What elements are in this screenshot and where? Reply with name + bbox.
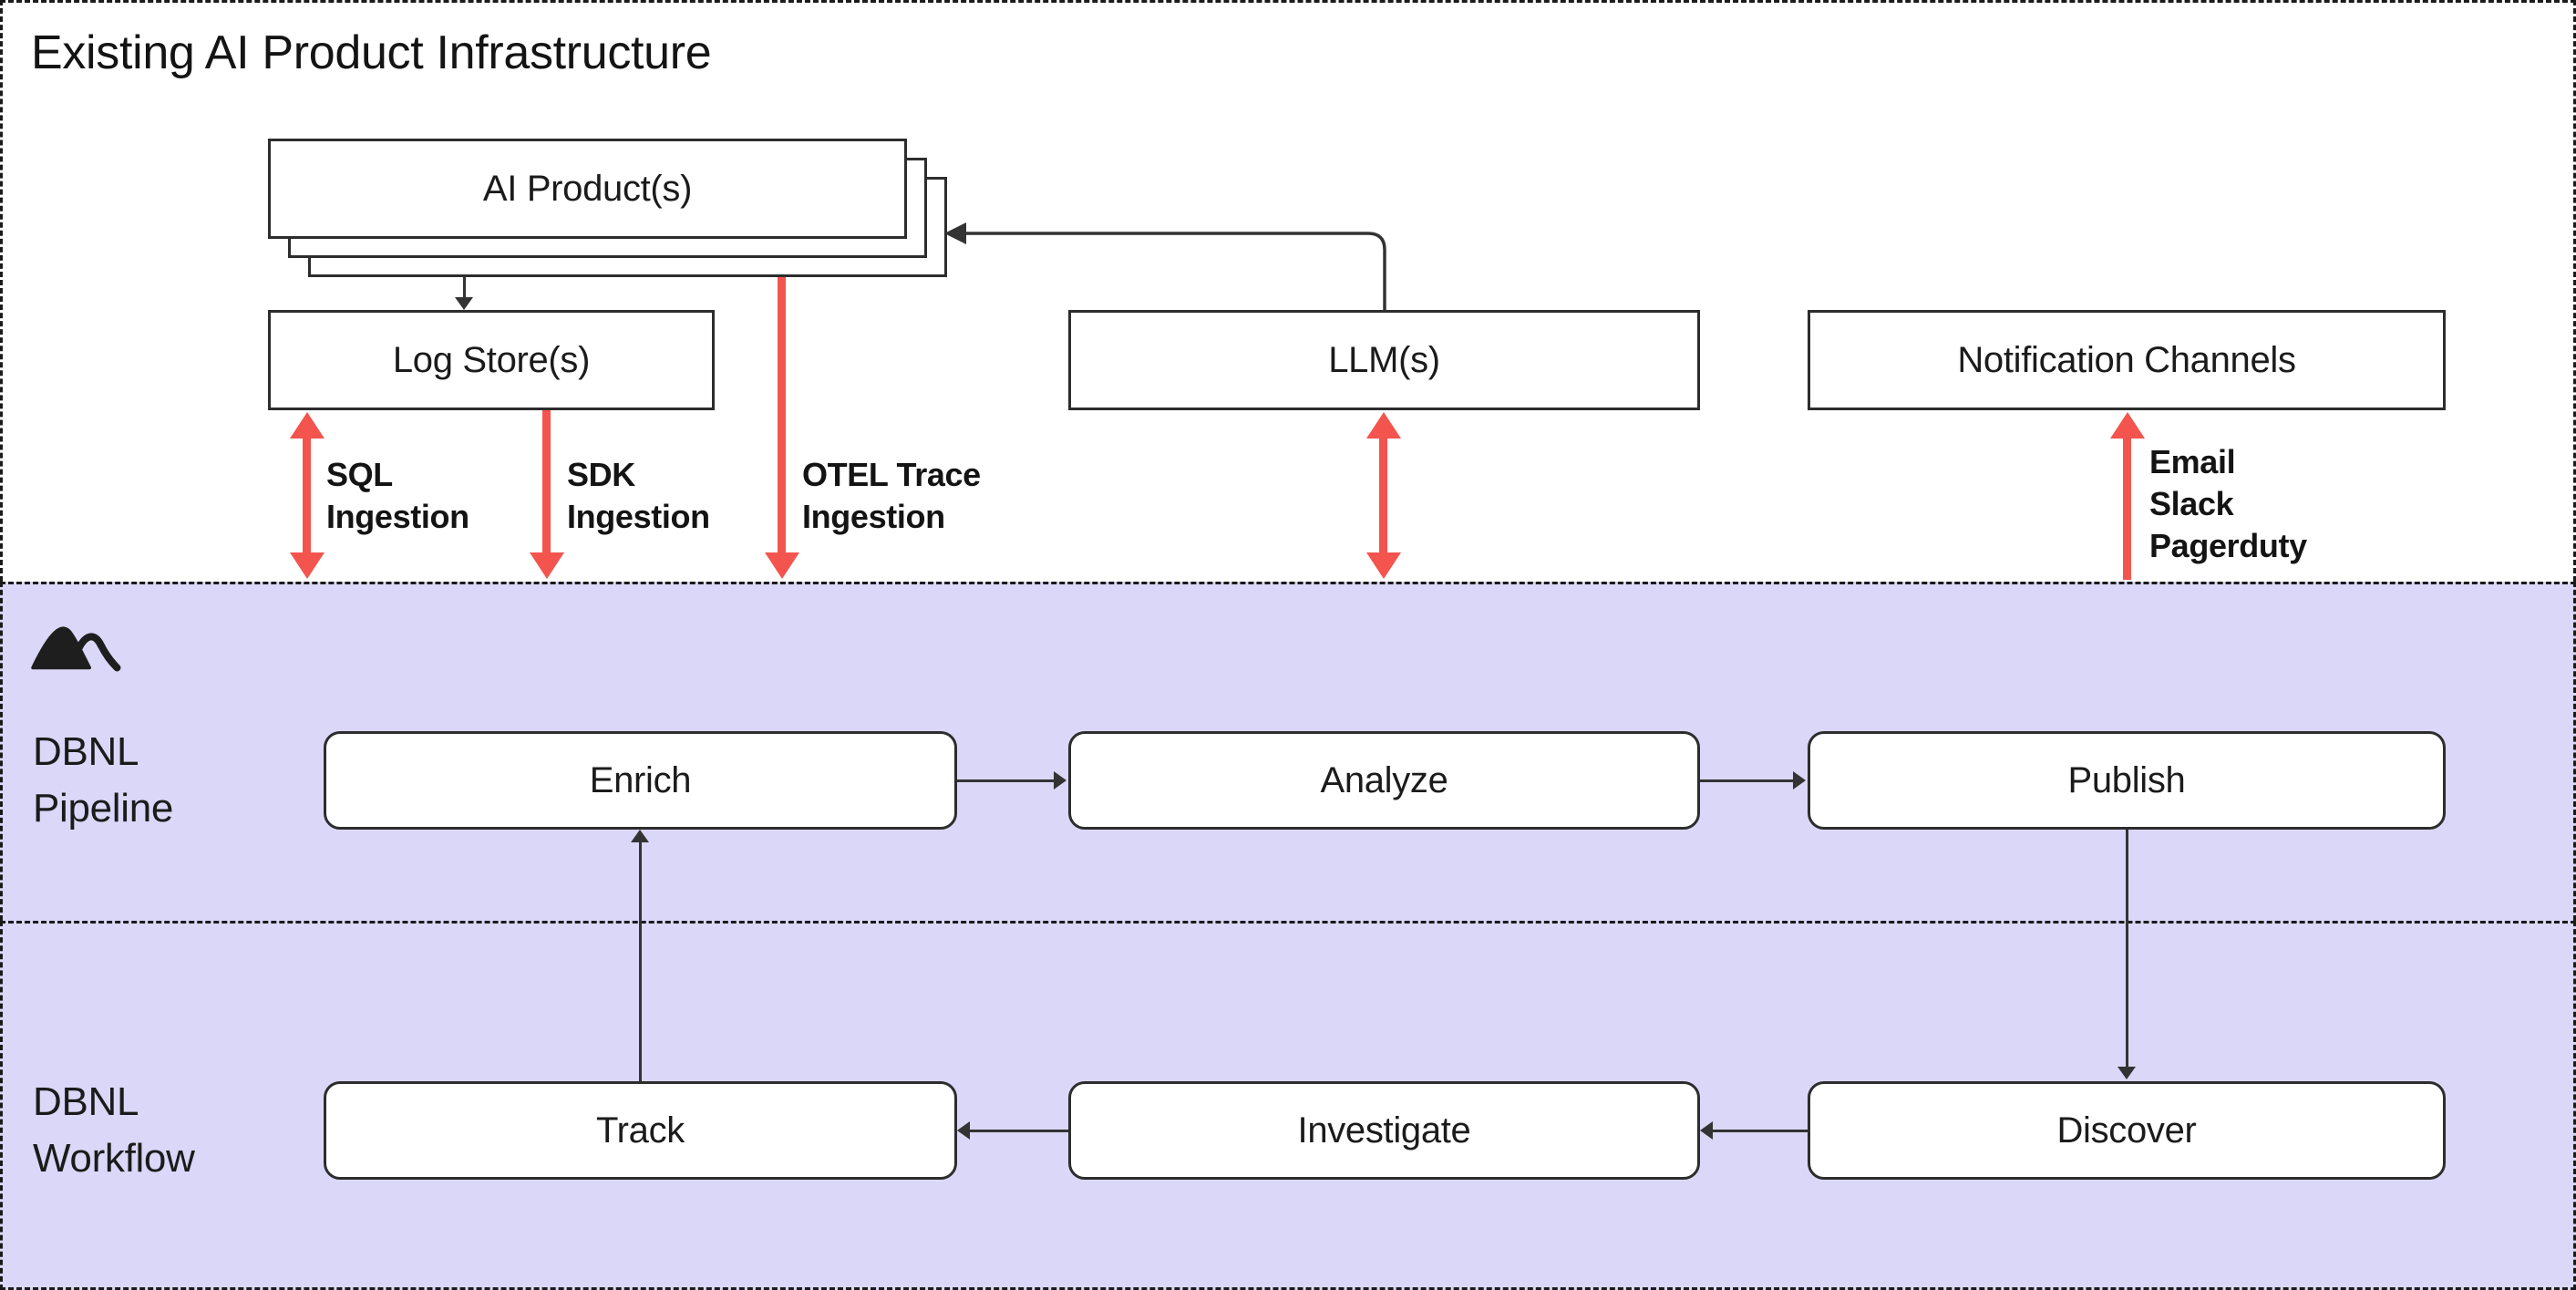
sdk-ingestion-label-line1: SDK [567, 456, 635, 493]
node-log-store-label: Log Store(s) [392, 339, 591, 380]
arrow-discover-to-investigate [1713, 1130, 1808, 1132]
arrow-ai-products-to-log-store [463, 277, 466, 299]
llm-connection-arrow-head-bottom [1366, 552, 1401, 579]
notification-label-email: Email [2149, 443, 2236, 480]
notification-channels-label-list: Email Slack Pagerduty [2149, 441, 2307, 567]
node-publish: Publish [1808, 731, 2446, 830]
node-notification-channels-label: Notification Channels [1957, 339, 2296, 380]
node-ai-products: AI Product(s) [268, 139, 907, 239]
notification-arrow [2123, 436, 2131, 580]
sdk-ingestion-arrow [542, 410, 551, 554]
arrow-ai-products-to-log-store-head [455, 297, 473, 310]
sdk-ingestion-arrow-head [530, 552, 564, 579]
arrow-analyze-to-publish-head [1793, 771, 1806, 789]
otel-ingestion-label: OTEL Trace Ingestion [802, 454, 981, 538]
node-enrich-label: Enrich [589, 759, 692, 800]
node-publish-label: Publish [2067, 759, 2186, 800]
node-enrich: Enrich [324, 731, 957, 830]
node-notification-channels: Notification Channels [1808, 310, 2446, 410]
node-llm-label: LLM(s) [1328, 339, 1440, 380]
node-discover-label: Discover [2056, 1109, 2197, 1151]
notification-label-slack: Slack [2149, 485, 2234, 522]
arrow-publish-to-discover-head [2117, 1067, 2136, 1079]
arrow-discover-to-investigate-head [1700, 1121, 1713, 1140]
otel-ingestion-arrow [778, 277, 786, 554]
mountains-icon [31, 626, 121, 672]
arrow-investigate-to-track-head [957, 1121, 970, 1140]
otel-ingestion-label-line2: Ingestion [802, 498, 945, 535]
otel-ingestion-arrow-head [765, 552, 799, 579]
sql-ingestion-arrow [303, 434, 311, 554]
sql-ingestion-label-line2: Ingestion [326, 498, 469, 535]
node-investigate: Investigate [1068, 1081, 1700, 1180]
node-investigate-label: Investigate [1297, 1109, 1471, 1151]
pipeline-section-label: DBNL Pipeline [33, 724, 173, 837]
pipeline-label-line1: DBNL [33, 729, 139, 774]
pipeline-label-line2: Pipeline [33, 786, 173, 831]
node-analyze: Analyze [1068, 731, 1700, 830]
otel-ingestion-label-line1: OTEL Trace [802, 456, 981, 493]
arrow-publish-to-discover [2126, 830, 2128, 1068]
node-log-store: Log Store(s) [268, 310, 715, 410]
workflow-label-line2: Workflow [33, 1136, 195, 1181]
sdk-ingestion-label: SDK Ingestion [567, 454, 710, 538]
arrow-enrich-to-analyze [957, 779, 1054, 782]
section-title-infrastructure: Existing AI Product Infrastructure [31, 26, 712, 79]
sdk-ingestion-label-line2: Ingestion [567, 498, 710, 535]
node-discover: Discover [1808, 1081, 2446, 1180]
notification-label-pagerduty: Pagerduty [2149, 527, 2307, 564]
sql-ingestion-arrow-head-bottom [290, 552, 325, 579]
arrow-track-to-enrich-head [631, 830, 649, 842]
arrow-analyze-to-publish [1700, 779, 1793, 782]
section-existing-infrastructure [0, 0, 2576, 582]
arrow-track-to-enrich [639, 842, 642, 1081]
sql-ingestion-arrow-head-top [290, 412, 325, 439]
workflow-section-label: DBNL Workflow [33, 1074, 195, 1187]
node-track: Track [324, 1081, 957, 1180]
llm-connection-arrow [1379, 434, 1387, 554]
notification-arrow-head [2110, 412, 2145, 439]
node-track-label: Track [596, 1109, 685, 1151]
node-ai-products-label: AI Product(s) [482, 168, 693, 209]
sql-ingestion-label-line1: SQL [326, 456, 393, 493]
node-llm: LLM(s) [1068, 310, 1700, 410]
arrow-investigate-to-track [970, 1130, 1068, 1132]
sql-ingestion-label: SQL Ingestion [326, 454, 469, 538]
arrow-enrich-to-analyze-head [1054, 771, 1066, 789]
workflow-label-line1: DBNL [33, 1079, 139, 1124]
connector-llm-to-ai-products [944, 222, 1386, 312]
node-analyze-label: Analyze [1320, 759, 1448, 800]
llm-connection-arrow-head-top [1366, 412, 1401, 439]
